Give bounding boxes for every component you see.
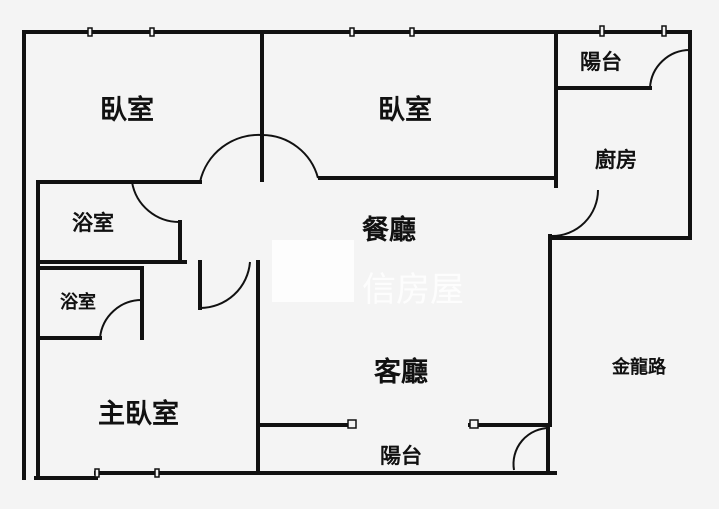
watermark-text: 信房屋 [362, 270, 464, 310]
room-label-balcony-bottom: 陽台 [380, 444, 422, 468]
room-label-kitchen: 廚房 [595, 148, 637, 172]
room-label-dining: 餐廳 [362, 215, 416, 246]
street-label: 金龍路 [612, 357, 666, 378]
room-label-bath2: 浴室 [60, 292, 96, 313]
room-label-bedroom2: 臥室 [378, 95, 432, 126]
room-label-balcony-top: 陽台 [580, 50, 622, 74]
watermark-logo [272, 240, 354, 302]
room-label-master: 主臥室 [98, 399, 179, 430]
room-label-bath1: 浴室 [72, 211, 114, 235]
room-label-bedroom1: 臥室 [100, 95, 154, 126]
room-label-living: 客廳 [374, 357, 428, 388]
